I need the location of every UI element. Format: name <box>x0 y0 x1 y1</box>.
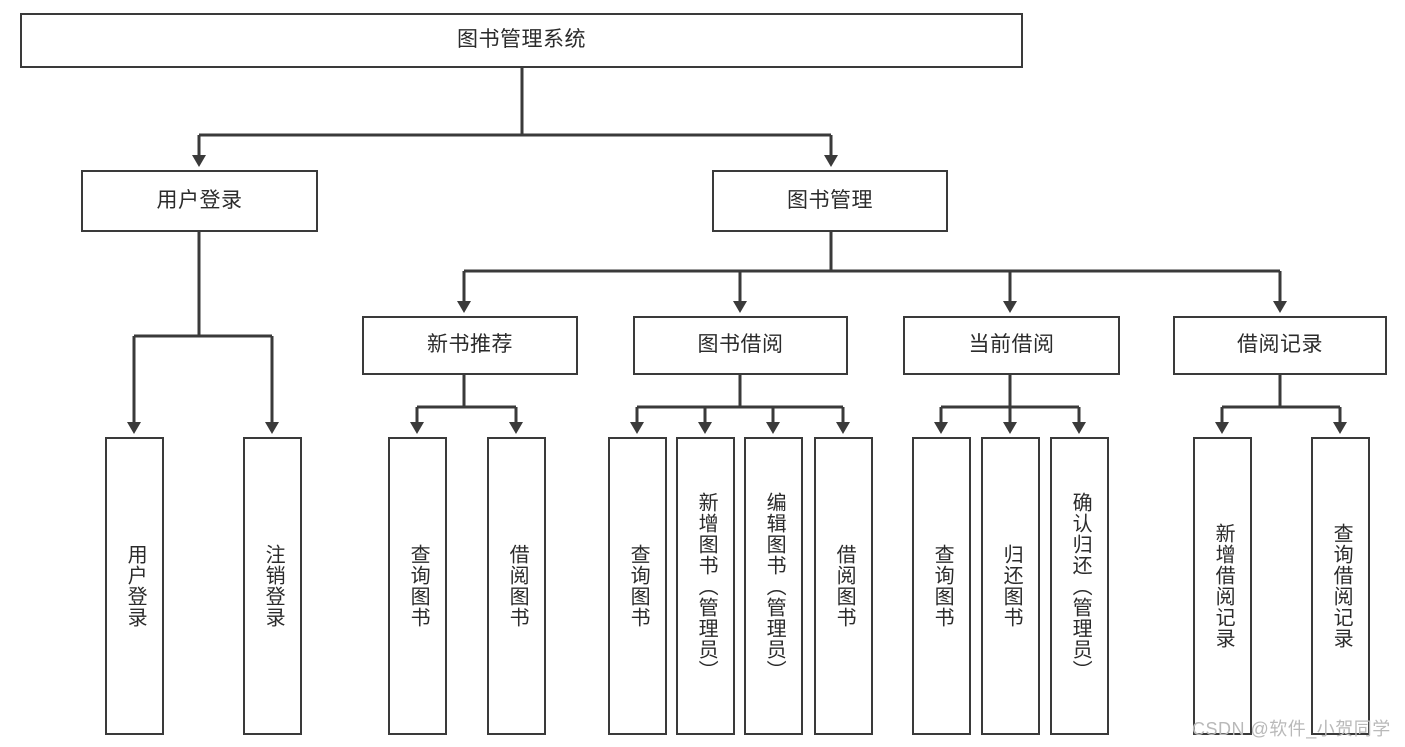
leaf-user-login[interactable]: 用户登录 <box>105 437 164 735</box>
leaf-current-query-book[interactable]: 查询图书 <box>912 437 971 735</box>
node-root-label: 图书管理系统 <box>457 28 586 52</box>
node-borrow-record-label: 借阅记录 <box>1237 333 1323 357</box>
leaf-borrow-query-book-label: 查询图书 <box>627 544 650 628</box>
node-user-login[interactable]: 用户登录 <box>81 170 318 232</box>
leaf-add-borrow-record[interactable]: 新增借阅记录 <box>1193 437 1252 735</box>
leaf-return-book[interactable]: 归还图书 <box>981 437 1040 735</box>
node-current-borrow[interactable]: 当前借阅 <box>903 316 1120 375</box>
node-book-borrow-label: 图书借阅 <box>697 333 784 357</box>
leaf-query-borrow-record-label: 查询借阅记录 <box>1330 523 1353 649</box>
node-book-borrow[interactable]: 图书借阅 <box>633 316 848 375</box>
leaf-add-book-admin-label: 新增图书（管理员） <box>695 491 718 681</box>
leaf-logout[interactable]: 注销登录 <box>243 437 302 735</box>
node-user-login-label: 用户登录 <box>156 188 243 212</box>
leaf-borrow-borrow-book-label: 借阅图书 <box>833 544 856 628</box>
node-book-management-label: 图书管理 <box>787 188 873 212</box>
node-current-borrow-label: 当前借阅 <box>968 333 1055 357</box>
leaf-add-book-admin[interactable]: 新增图书（管理员） <box>676 437 735 735</box>
leaf-edit-book-admin-label: 编辑图书（管理员） <box>763 491 786 681</box>
node-borrow-record[interactable]: 借阅记录 <box>1173 316 1387 375</box>
leaf-confirm-return-admin-label: 确认归还（管理员） <box>1069 491 1092 681</box>
leaf-user-login-label: 用户登录 <box>124 544 147 628</box>
leaf-newbook-query-book-label: 查询图书 <box>407 544 430 628</box>
leaf-return-book-label: 归还图书 <box>1000 544 1023 628</box>
leaf-borrow-query-book[interactable]: 查询图书 <box>608 437 667 735</box>
node-new-book-recommend-label: 新书推荐 <box>427 333 513 357</box>
node-new-book-recommend[interactable]: 新书推荐 <box>362 316 578 375</box>
leaf-newbook-query-book[interactable]: 查询图书 <box>388 437 447 735</box>
node-root[interactable]: 图书管理系统 <box>20 13 1023 68</box>
node-book-management[interactable]: 图书管理 <box>712 170 948 232</box>
leaf-query-borrow-record[interactable]: 查询借阅记录 <box>1311 437 1370 735</box>
leaf-newbook-borrow-book-label: 借阅图书 <box>506 544 529 628</box>
leaf-current-query-book-label: 查询图书 <box>931 544 954 628</box>
leaf-logout-label: 注销登录 <box>262 544 285 628</box>
leaf-newbook-borrow-book[interactable]: 借阅图书 <box>487 437 546 735</box>
leaf-add-borrow-record-label: 新增借阅记录 <box>1212 523 1235 649</box>
leaf-edit-book-admin[interactable]: 编辑图书（管理员） <box>744 437 803 735</box>
leaf-borrow-borrow-book[interactable]: 借阅图书 <box>814 437 873 735</box>
leaf-confirm-return-admin[interactable]: 确认归还（管理员） <box>1050 437 1109 735</box>
